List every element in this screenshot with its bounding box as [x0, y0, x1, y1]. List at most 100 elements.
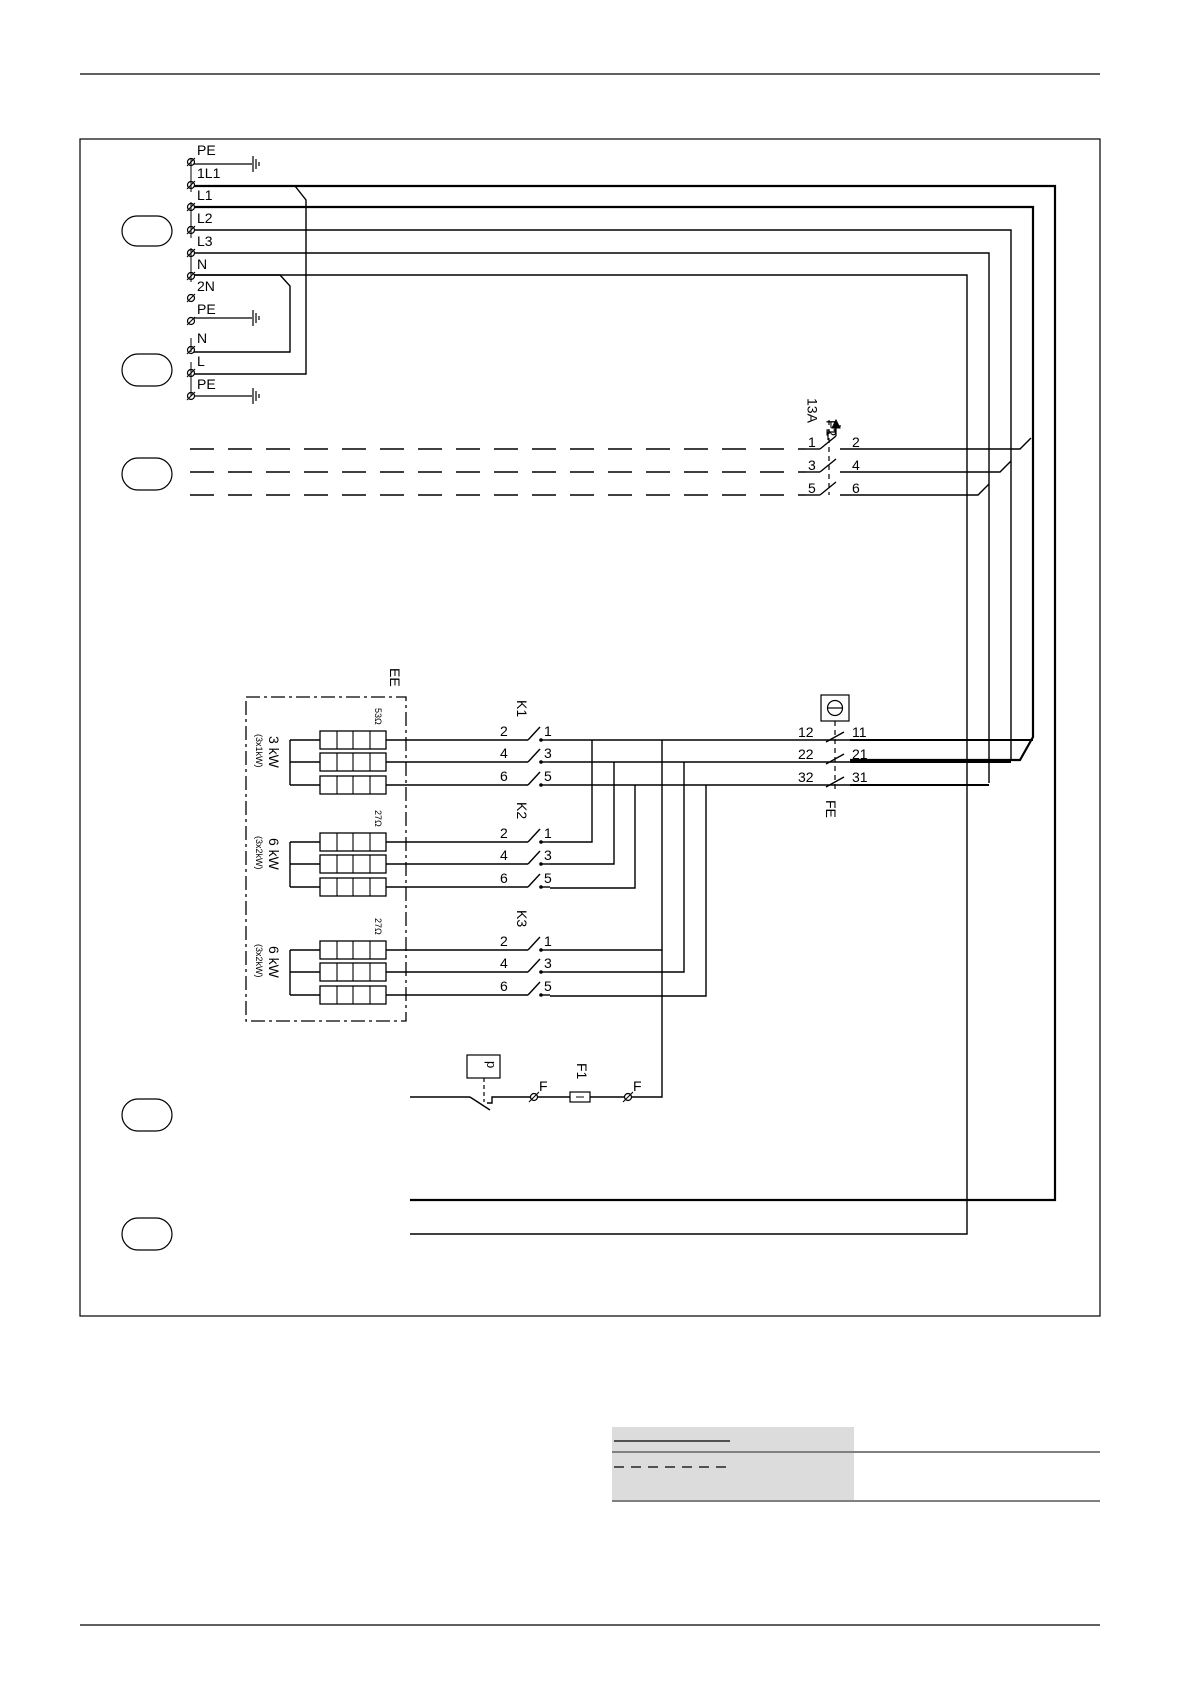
contact-label: 2: [500, 933, 508, 949]
contactor-name: K2: [514, 802, 530, 819]
terminal-label: 2N: [197, 278, 215, 294]
terminal-label: N: [197, 256, 207, 272]
callout-bubbles: [122, 216, 172, 1250]
contactor-blade: [528, 749, 540, 762]
fe-thermostat: [821, 695, 849, 790]
contact-label: 6: [500, 870, 508, 886]
terminal-label: N: [197, 330, 207, 346]
legend-row-bg: [612, 1427, 854, 1451]
callout-bubble: [122, 354, 172, 386]
terminal-pe-top: PE: [187, 142, 216, 166]
fe-name: FE: [823, 800, 839, 818]
heater-detail: (3x2kW): [254, 944, 264, 978]
contactor-blade: [528, 959, 540, 972]
f2-contact-2: 2: [852, 434, 860, 450]
terminal-label: L: [197, 353, 205, 369]
f1-terminal-label: F: [633, 1078, 642, 1094]
terminal-label: PE: [197, 301, 216, 317]
heater-resistance: 53Ω: [373, 708, 383, 725]
terminal-n: N: [187, 256, 207, 280]
heater-group: 27Ω 6 kW(3x2kW): [254, 918, 528, 1004]
contactor-name: K3: [514, 910, 530, 927]
contactor-k3: 2 1 4 3 6 5 K3: [500, 910, 552, 997]
contact-label: 3: [544, 847, 552, 863]
heater-detail: (3x2kW): [254, 836, 264, 870]
heater-element-icon: [320, 753, 386, 771]
legend: [612, 1427, 1100, 1501]
heater-group: 27Ω 6 kW(3x2kW): [254, 810, 528, 896]
legend-row-bg: [612, 1453, 854, 1500]
f2-contact-4: 4: [852, 457, 860, 473]
pressure-switch-hook: [487, 1097, 530, 1103]
contactor-blade: [528, 772, 540, 785]
heater-resistance: 27Ω: [373, 918, 383, 935]
contact-label: 3: [544, 955, 552, 971]
heater-detail: (3x1kW): [254, 734, 264, 768]
contactor-blade: [528, 937, 540, 950]
terminal-label: L2: [197, 210, 213, 226]
fe-contact-21: 21: [852, 746, 868, 762]
contactor-blade: [528, 982, 540, 995]
terminal-n2: N: [187, 330, 207, 354]
heater-element-icon: [320, 986, 386, 1004]
heater-element-icon: [320, 941, 386, 959]
bus-phase-1: [550, 740, 592, 842]
terminal-label: PE: [197, 142, 216, 158]
contact-label: 6: [500, 978, 508, 994]
contact-label: 3: [544, 745, 552, 761]
callout-bubble: [122, 1218, 172, 1250]
f1-terminal-label: F: [539, 1078, 548, 1094]
f2-contact-3: 3: [808, 457, 816, 473]
callout-bubble: [122, 216, 172, 246]
terminal-label: 1L1: [197, 165, 221, 181]
contactor-blade: [528, 829, 540, 842]
contact-label: 1: [544, 825, 552, 841]
contactor-blade: [528, 851, 540, 864]
heater-element-icon: [320, 776, 386, 794]
contact-label: 2: [500, 723, 508, 739]
wire-l3: [194, 253, 989, 783]
terminal-pe-mid: PE: [187, 301, 216, 325]
f2-blade: [820, 459, 836, 472]
contactor-blade: [528, 727, 540, 740]
heater-power: 3 kW: [266, 736, 282, 769]
heater-resistance: 27Ω: [373, 810, 383, 827]
heater-group: 53Ω 3 kW(3x1kW): [254, 708, 528, 794]
ee-name: EE: [387, 668, 403, 687]
contactor-blade: [528, 874, 540, 887]
contact-label: 2: [500, 825, 508, 841]
contact-label: 1: [544, 723, 552, 739]
contact-label: 6: [500, 768, 508, 784]
callout-bubble: [122, 458, 172, 490]
heater-element-icon: [320, 878, 386, 896]
f2-blade: [820, 482, 836, 495]
f2-contact-1: 1: [808, 434, 816, 450]
fe-contact-31: 31: [852, 769, 868, 785]
contact-label: 5: [544, 768, 552, 784]
contact-label: 1: [544, 933, 552, 949]
terminal-label: L3: [197, 233, 213, 249]
contact-label: 5: [544, 870, 552, 886]
bus-k3-2: [550, 762, 684, 972]
contactor-bus: [550, 740, 1033, 996]
fe-contact-11: 11: [852, 724, 867, 740]
bus-k3-1: [550, 740, 662, 950]
contact-label: 5: [544, 978, 552, 994]
supply-wires: [194, 186, 1055, 1234]
terminal-label: L1: [197, 187, 213, 203]
pressure-switch-symbol: p: [484, 1061, 499, 1068]
control-circuit: [410, 950, 662, 1110]
heater-power: 6 kW: [266, 946, 282, 979]
f2-rating: 13A: [804, 398, 820, 424]
bus-k3-3: [550, 785, 706, 996]
heater-power: 6 kW: [266, 838, 282, 871]
contact-label: 4: [500, 745, 508, 761]
contact-label: 4: [500, 955, 508, 971]
heater-element-icon: [320, 833, 386, 851]
